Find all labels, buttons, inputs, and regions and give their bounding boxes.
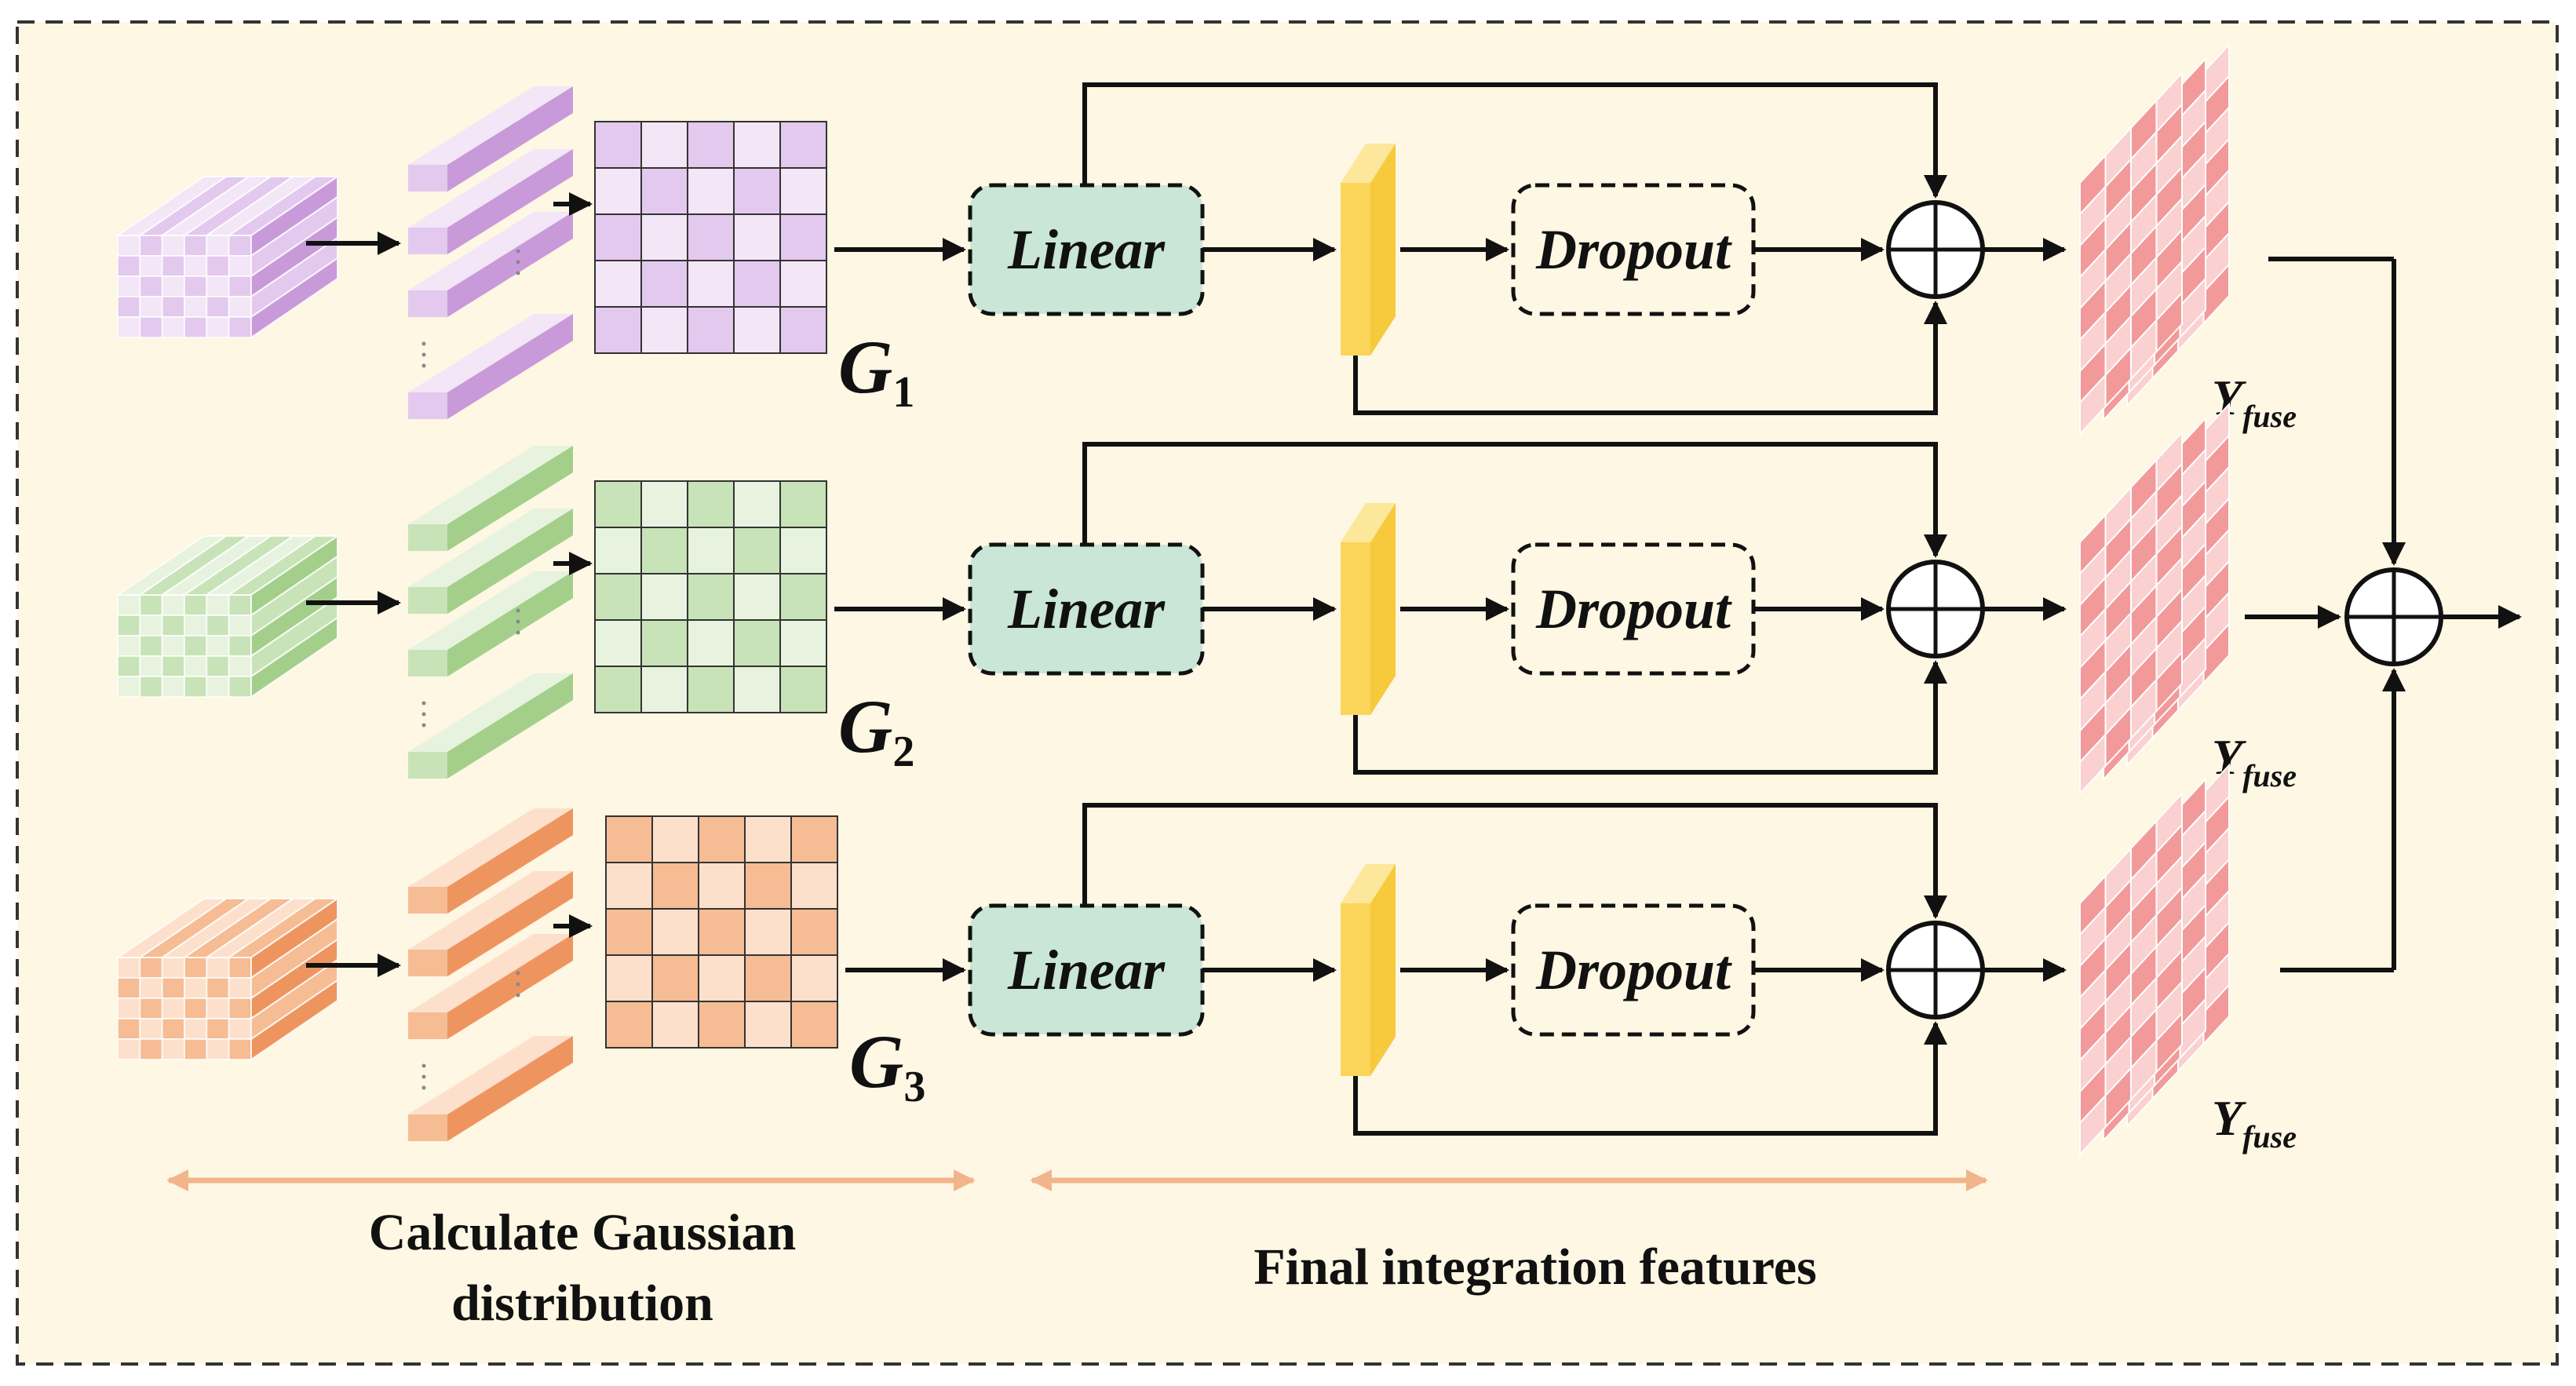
- input-cube-2: [115, 534, 341, 698]
- ellipsis-dot: [516, 249, 520, 253]
- dropout-label-3: Dropout: [1535, 939, 1732, 1001]
- linear-block-2: Linear: [968, 542, 1205, 676]
- sum-node-3: [1886, 921, 1985, 1019]
- linear-label-3: Linear: [1007, 939, 1166, 1001]
- gaussian-label-1: G1: [838, 325, 914, 417]
- ellipsis-dot: [516, 982, 520, 987]
- input-cube-3: [115, 897, 341, 1061]
- gaussian-grid-2: [594, 480, 827, 713]
- input-cube-1: [115, 175, 341, 339]
- ellipsis-dot: [421, 723, 426, 728]
- output-feature-3: [2079, 763, 2230, 1157]
- ellipsis-dot: [516, 271, 520, 275]
- slice-bars-1: [408, 86, 573, 419]
- slice-bar-2-2: [408, 509, 573, 614]
- skip-connection-top-2: [1082, 442, 1947, 558]
- linear-label-1: Linear: [1007, 218, 1166, 281]
- sum-node-1: [1886, 200, 1985, 299]
- feature-bar-3: [1341, 864, 1396, 1076]
- slice-bar-2-3: [408, 571, 573, 677]
- dropout-block-1: Dropout: [1511, 183, 1756, 316]
- slice-bars-2: [408, 446, 573, 779]
- dropout-block-3: Dropout: [1511, 903, 1756, 1037]
- gaussian-label-2: G2: [838, 684, 914, 776]
- feature-bar-1: [1341, 144, 1396, 356]
- linear-label-2: Linear: [1007, 578, 1166, 640]
- slice-bar-3-2: [408, 871, 573, 976]
- ellipsis-dot: [421, 1063, 426, 1068]
- ellipsis-dot: [421, 1085, 426, 1090]
- merge-layer: [2245, 257, 2522, 972]
- slice-bars-3: [408, 808, 573, 1141]
- slice-bar-3-4: [408, 1036, 573, 1141]
- ellipsis-dot: [421, 1074, 426, 1079]
- ellipsis-dot: [421, 363, 426, 368]
- ellipsis-dot: [516, 630, 520, 635]
- ellipsis-dot: [516, 608, 520, 613]
- slice-bar-1-4: [408, 314, 573, 419]
- ellipsis-dot: [516, 619, 520, 624]
- gaussian-grid-1: [594, 121, 827, 354]
- caption-integration: Final integration features: [1253, 1238, 1816, 1296]
- ellipsis-dot: [516, 971, 520, 976]
- skip-connection-top-1: [1082, 82, 1947, 199]
- ellipsis-dot: [421, 352, 426, 357]
- caption-gaussian-line2: distribution: [451, 1275, 713, 1332]
- dropout-block-2: Dropout: [1511, 542, 1756, 676]
- ellipsis-dot: [516, 993, 520, 998]
- slice-bar-2-1: [408, 446, 573, 551]
- ellipsis-dot: [516, 260, 520, 264]
- linear-block-3: Linear: [968, 903, 1205, 1037]
- slice-bar-2-4: [408, 673, 573, 779]
- linear-block-1: Linear: [968, 183, 1205, 316]
- output-feature-2: [2079, 402, 2230, 796]
- gaussian-grid-3: [605, 815, 838, 1049]
- final-sum-node: [2344, 567, 2443, 666]
- output-label-3: Yfuse: [2212, 1090, 2297, 1154]
- slice-bar-3-3: [408, 934, 573, 1039]
- skip-connection-top-3: [1082, 803, 1947, 919]
- caption-gaussian-line1: Calculate Gaussian: [369, 1204, 797, 1261]
- ellipsis-dot: [421, 341, 426, 346]
- skip-connection-bottom-2: [1353, 660, 1947, 775]
- sum-node-2: [1886, 560, 1985, 658]
- feature-bar-2: [1341, 503, 1396, 715]
- slice-bar-1-3: [408, 212, 573, 317]
- skip-connection-bottom-1: [1353, 301, 1947, 415]
- output-feature-1: [2079, 42, 2230, 436]
- dropout-label-1: Dropout: [1535, 218, 1732, 281]
- ellipsis-dot: [421, 712, 426, 717]
- skip-connection-bottom-3: [1353, 1021, 1947, 1136]
- slice-bar-3-1: [408, 808, 573, 914]
- slice-bar-1-2: [408, 149, 573, 254]
- gaussian-label-3: G3: [849, 1019, 925, 1111]
- slice-bar-1-1: [408, 86, 573, 191]
- dropout-label-2: Dropout: [1535, 578, 1732, 640]
- ellipsis-dot: [421, 701, 426, 706]
